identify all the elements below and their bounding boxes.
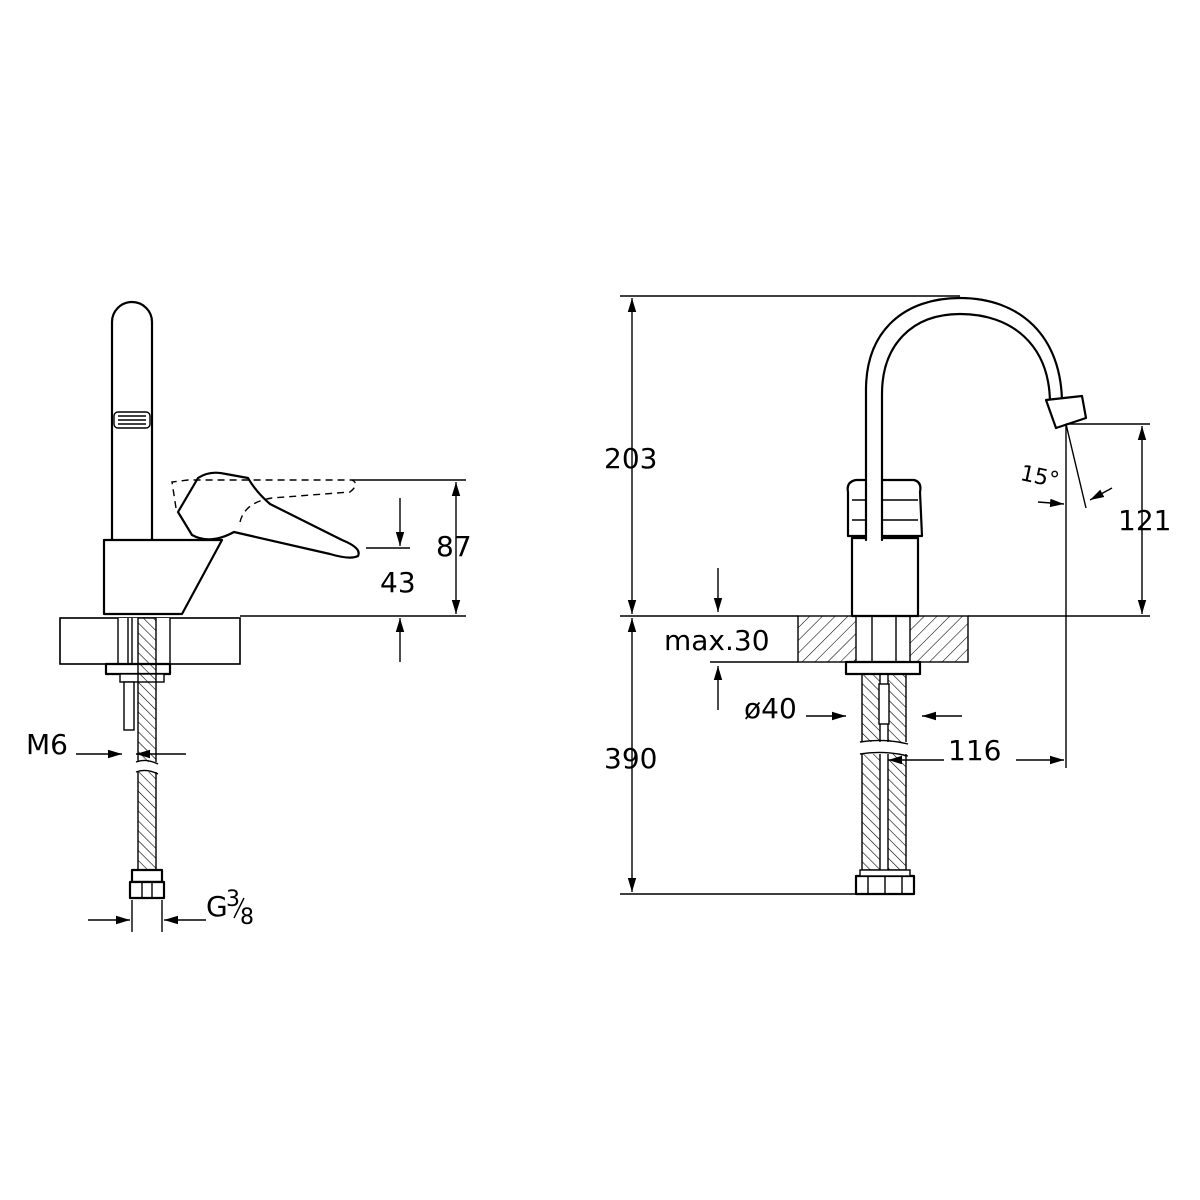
dim-43-label: 43 [380,566,416,599]
dim-d40-label: ø40 [744,692,797,725]
dim-87-label: 87 [436,530,472,563]
dimension-g38: G 3 8 [88,887,254,932]
side-aerator [113,411,151,429]
side-view: 87 43 M6 G 3 8 [26,300,472,932]
dimension-m6: M6 [26,728,186,761]
side-rod [123,618,135,731]
dim-203-label: 203 [604,442,657,475]
side-hose-nut [128,868,166,900]
dimension-15-degrees: 15° [1018,423,1113,509]
dim-g-numerator: 3 [226,887,240,912]
side-hose [135,617,159,871]
dim-15-label: 15° [1018,461,1061,494]
side-lever [176,471,360,559]
dimension-390: 390 [604,618,657,892]
front-hoses [859,616,909,871]
front-body [846,478,924,618]
dim-g-label: G [206,890,228,923]
dimension-116: 116 [888,734,1064,767]
dim-max30-label: max.30 [664,624,770,657]
dimension-203: 203 [604,298,657,614]
front-countertop [797,615,969,663]
dim-m6-label: M6 [26,728,68,761]
front-spout-tip [1044,394,1088,430]
dimension-d40: ø40 [744,692,962,725]
front-view: 203 390 121 15° max.30 [604,295,1171,896]
dim-116-label: 116 [948,734,1001,767]
dim-121-label: 121 [1118,504,1171,537]
side-spout [110,300,154,542]
front-nut [844,660,922,676]
dimension-max30: max.30 [664,568,798,710]
dim-g-denominator: 8 [240,905,254,930]
dimension-87: 87 [240,479,472,617]
dimension-43: 43 [366,498,416,662]
front-hose-nuts [854,869,916,896]
dimension-121: 121 [1118,426,1171,614]
side-body [102,538,224,616]
dim-390-label: 390 [604,742,657,775]
